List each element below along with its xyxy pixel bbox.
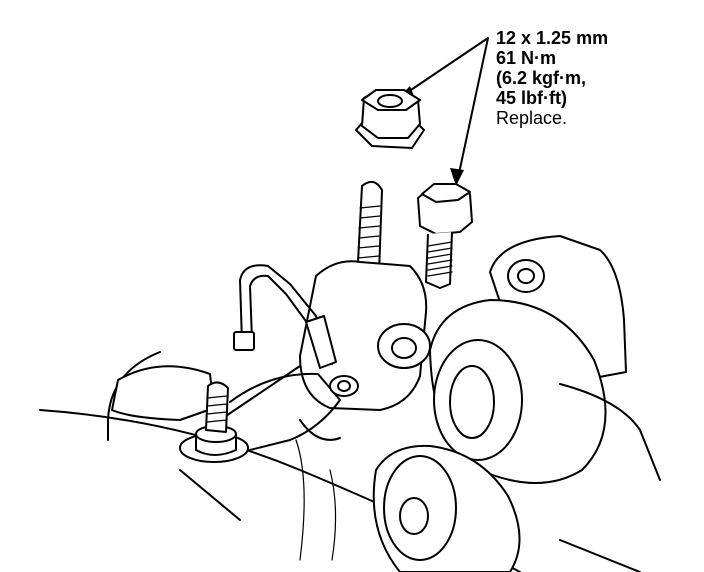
hub-bushing <box>429 235 661 484</box>
flange-nut <box>355 89 425 149</box>
replace-note-text: Replace. <box>496 108 568 128</box>
lower-bushing <box>372 444 521 572</box>
bolt-size-text: 12 x 1.25 mm <box>496 28 609 48</box>
brake-hose <box>233 264 337 369</box>
torque-kgf-text: (6.2 kgf·m, <box>496 68 587 88</box>
detail-lines <box>179 439 641 572</box>
torque-spec-callout: 12 x 1.25 mm 61 N·m (6.2 kgf·m, 45 lbf·f… <box>496 28 686 128</box>
steering-knuckle-body <box>39 260 521 572</box>
flange-bolt <box>417 183 473 289</box>
torque-lbf-text: 45 lbf·ft) <box>496 88 567 108</box>
ball-joint-stud <box>179 381 249 463</box>
torque-nm-text: 61 N·m <box>496 48 557 68</box>
